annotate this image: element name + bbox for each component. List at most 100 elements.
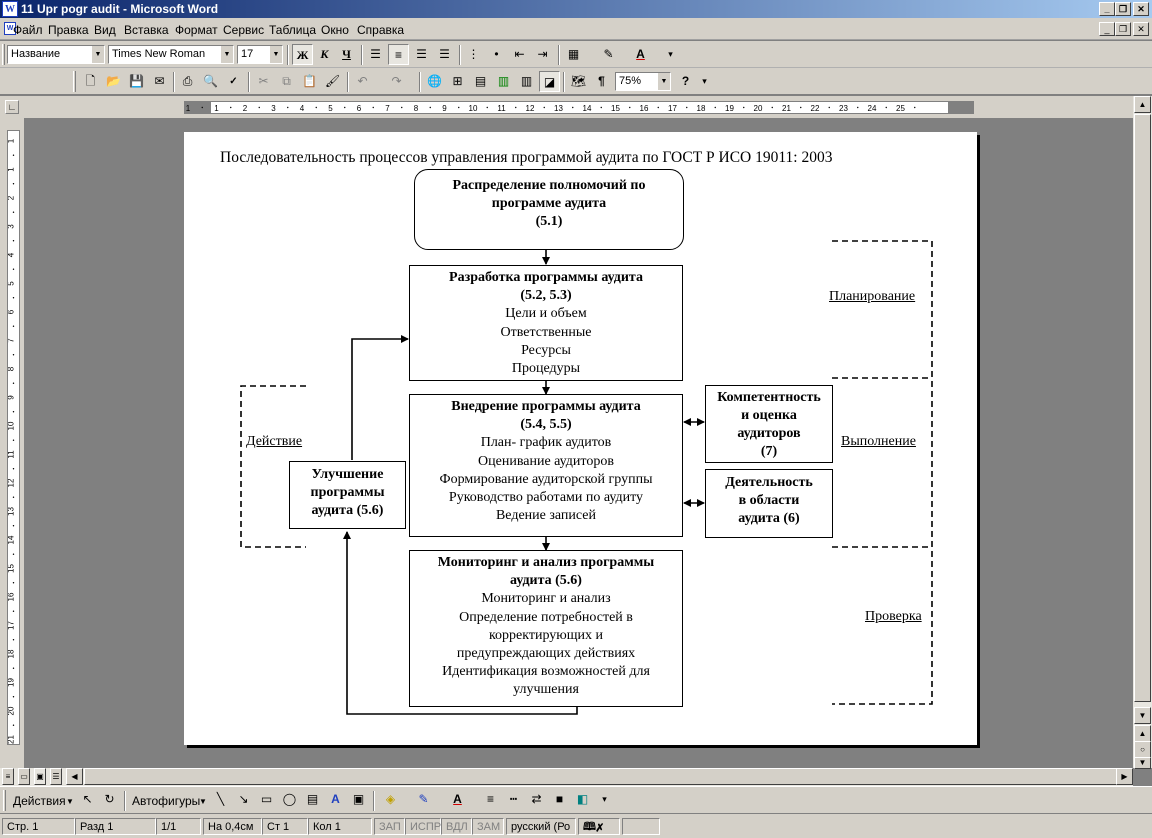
normal-view-icon[interactable]: ≡ [2,768,14,785]
open-folder-icon[interactable]: 📂 [106,74,121,88]
font-color-icon[interactable]: A [453,792,462,806]
chevron-down-icon[interactable]: ▼ [657,73,670,90]
menu-format[interactable]: Формат [175,23,218,37]
scroll-left-icon[interactable]: ◀ [66,768,83,785]
clip-art-icon[interactable]: ▣ [352,792,365,806]
menu-window[interactable]: Окно [321,23,349,37]
document-map-icon[interactable]: 🗺 [570,74,587,88]
text-box-icon[interactable]: ▤ [306,792,319,806]
status-trk[interactable]: ИСПР [405,818,441,835]
print-icon[interactable]: ⎙ [182,74,193,88]
scroll-up-icon[interactable]: ▲ [1134,96,1151,113]
align-left-icon[interactable]: ☰ [370,47,381,61]
email-icon[interactable]: ✉ [154,74,165,88]
rectangle-tool-icon[interactable]: ▭ [260,792,273,806]
hyperlink-icon[interactable]: 🌐 [427,74,442,88]
menu-help[interactable]: Справка [357,23,405,37]
align-right-icon[interactable]: ☰ [416,47,427,61]
free-rotate-icon[interactable]: ↻ [104,792,115,806]
toolbar-grip[interactable] [73,71,76,92]
status-rec[interactable]: ЗАП [374,818,405,835]
font-size-combo[interactable]: 17 ▼ [237,45,283,64]
select-objects-icon[interactable]: ↖ [82,792,93,806]
menu-edit[interactable]: Правка [48,23,89,37]
horizontal-scrollbar[interactable]: ≡ ▭ ▣ ☰ ◀ ▶ [0,768,1133,786]
maximize-button[interactable]: ❐ [1115,2,1131,16]
decrease-indent-icon[interactable]: ⇤ [514,47,525,61]
zoom-combo[interactable]: 75% ▼ [615,72,671,91]
arrow-tool-icon[interactable]: ↘ [238,792,249,806]
fill-color-icon[interactable]: ◈ [385,792,396,806]
scroll-down-icon[interactable]: ▼ [1134,707,1151,724]
print-layout-view-icon[interactable]: ▣ [34,768,46,785]
status-ext[interactable]: ВДЛ [441,818,472,835]
shadow-icon[interactable]: ■ [555,792,564,806]
insert-table-icon[interactable]: ▤ [474,74,487,88]
copy-icon[interactable]: ⧉ [282,74,291,88]
chevron-down-icon[interactable]: ▼ [91,46,104,63]
menu-tools[interactable]: Сервис [223,23,265,37]
outline-view-icon[interactable]: ☰ [50,768,62,785]
menu-insert[interactable]: Вставка [124,23,169,37]
redo-icon[interactable]: ↷ [391,74,402,88]
minimize-button[interactable]: _ [1099,2,1115,16]
align-center-icon[interactable]: ≡ [388,44,409,65]
document-icon[interactable]: W [4,22,16,35]
toolbar-options-icon[interactable]: ▾ [702,76,707,86]
oval-tool-icon[interactable]: ◯ [282,792,297,806]
previous-page-icon[interactable]: ▲ [1134,725,1151,742]
toolbar-options-icon[interactable]: ▾ [668,49,673,59]
vertical-scrollbar[interactable]: ▲ ▼ ▲ ○ ▼ [1133,96,1152,769]
word-app-icon[interactable]: W [2,1,18,17]
select-browse-object-icon[interactable]: ○ [1134,741,1151,758]
font-combo[interactable]: Times New Roman ▼ [108,45,234,64]
line-style-icon[interactable]: ≡ [486,792,494,806]
line-tool-icon[interactable]: ╲ [216,792,225,806]
status-ovr[interactable]: ЗАМ [472,818,504,835]
tables-borders-icon[interactable]: ⊞ [452,74,463,88]
format-painter-icon[interactable]: 🖌 [324,74,341,88]
hscroll-thumb[interactable] [84,768,1122,785]
underline-button[interactable]: Ч [342,47,351,61]
borders-icon[interactable]: ▦ [567,47,580,61]
line-color-icon[interactable]: ✎ [418,792,429,806]
spelling-status-icon[interactable]: 🕮✗ [578,818,620,835]
wordart-icon[interactable]: A [331,792,340,806]
web-view-icon[interactable]: ▭ [18,768,30,785]
new-document-icon[interactable]: 🗋 [85,74,96,88]
columns-icon[interactable]: ▥ [520,74,533,88]
print-preview-icon[interactable]: 🔍 [203,74,218,88]
italic-button[interactable]: К [320,47,329,61]
style-combo[interactable]: Название ▼ [7,45,105,64]
tab-selector-icon[interactable]: ∟ [5,100,19,114]
undo-icon[interactable]: ↶ [357,74,368,88]
drawing-icon[interactable]: ◪ [539,71,560,92]
dash-style-icon[interactable]: ┅ [509,792,518,806]
bulleted-list-icon[interactable]: • [494,47,499,61]
numbered-list-icon[interactable]: ⋮ [467,47,480,61]
status-language[interactable]: русский (Ро [506,818,576,835]
toolbar-options-icon[interactable]: ▾ [602,794,607,804]
3d-icon[interactable]: ◧ [576,792,589,806]
document-page[interactable]: Последовательность процессов управления … [184,132,977,745]
font-color-icon[interactable]: A [636,47,645,61]
next-page-icon[interactable]: ▼ [1134,757,1151,769]
cut-icon[interactable]: ✂ [258,74,269,88]
menu-table[interactable]: Таблица [269,23,317,37]
chevron-down-icon[interactable]: ▼ [269,46,282,63]
chevron-down-icon[interactable]: ▼ [199,797,207,806]
toolbar-grip[interactable] [3,790,6,811]
doc-restore-button[interactable]: ❐ [1115,22,1131,36]
menu-view[interactable]: Вид [94,23,116,37]
toolbar-grip[interactable] [2,44,5,65]
justify-icon[interactable]: ☰ [439,47,450,61]
scroll-right-icon[interactable]: ▶ [1116,768,1133,785]
insert-excel-icon[interactable]: ▥ [497,74,510,88]
spelling-icon[interactable]: ✓ [229,76,238,87]
doc-close-button[interactable]: ✕ [1133,22,1149,36]
show-hide-icon[interactable]: ¶ [598,74,605,88]
highlight-icon[interactable]: ✎ [603,47,614,61]
chevron-down-icon[interactable]: ▼ [220,46,233,63]
